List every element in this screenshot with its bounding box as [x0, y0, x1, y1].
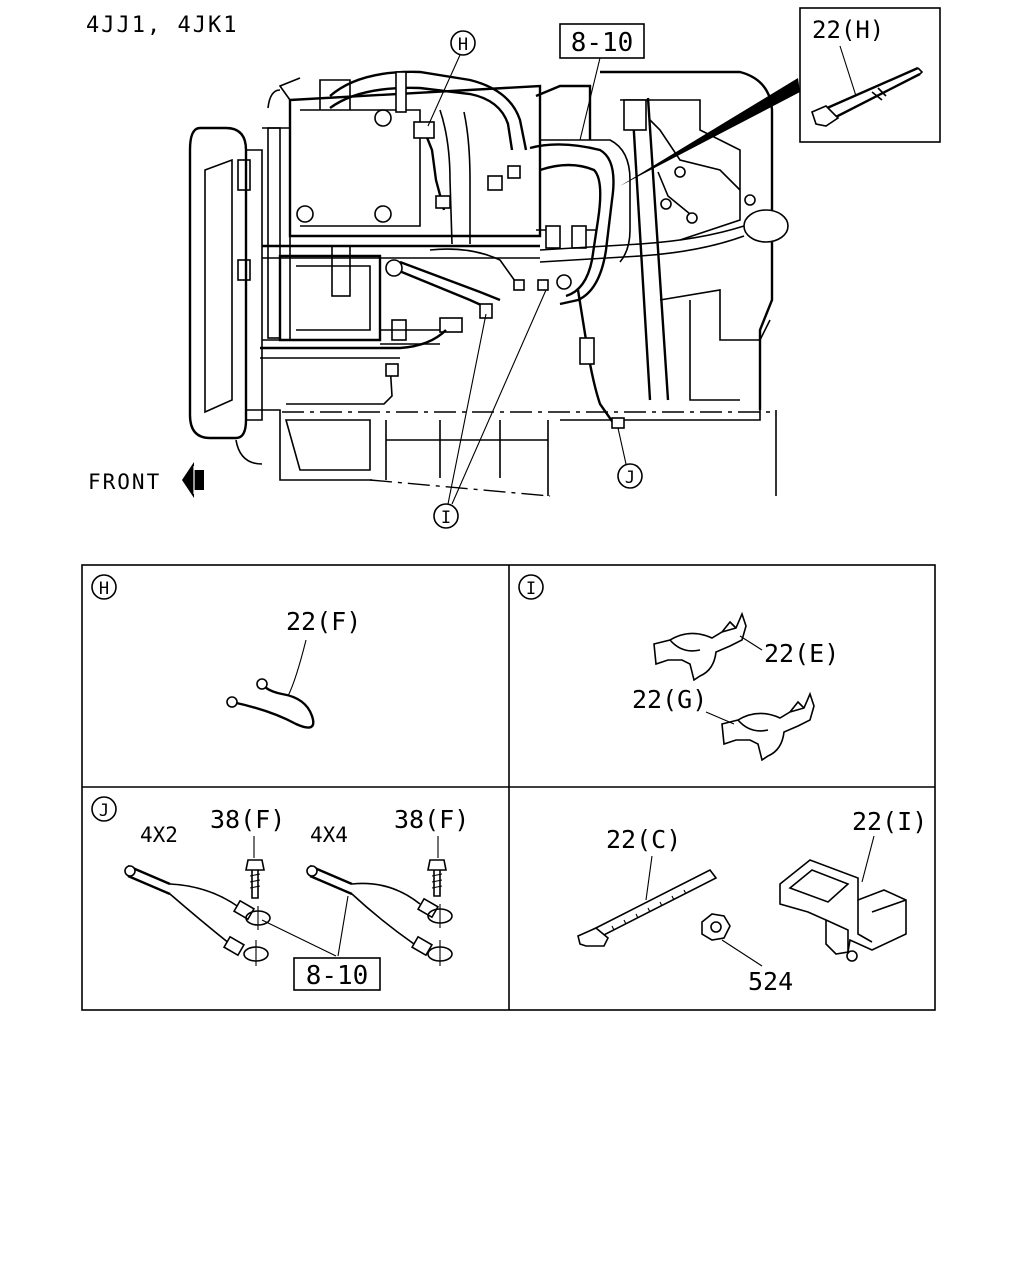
engine-assembly-drawing	[188, 70, 789, 497]
harness-label: 8-10	[571, 28, 634, 58]
cable-tie-22c-drawing	[586, 868, 718, 942]
panel-j-badge: J	[99, 801, 109, 821]
clip-22e-drawing	[653, 611, 747, 682]
inset-22h-label: 22(H)	[812, 16, 884, 44]
detail-panel-h: H 22(F)	[91, 574, 361, 729]
clip-22f-drawing	[231, 679, 315, 729]
inset-pointer-wedge	[620, 78, 800, 186]
panel-misc-tie-label: 22(C)	[606, 825, 681, 854]
panel-i-part-label-bottom: 22(G)	[632, 685, 707, 714]
panel-j-variant-4x4: 4X4	[310, 823, 348, 847]
panel-j-harness-box	[293, 957, 381, 991]
panel-j-variant-4x2: 4X2	[140, 823, 178, 847]
callout-h: H	[427, 30, 476, 127]
clip-22g-drawing	[721, 691, 815, 762]
panel-misc-clip-label: 22(I)	[852, 807, 927, 836]
panel-misc-nut-label: 524	[748, 967, 793, 996]
svg-text:I: I	[441, 508, 451, 528]
clip-22i-drawing	[779, 859, 907, 955]
panel-j-bolt-left-label: 38(F)	[210, 805, 285, 834]
inset-22h-panel: 22(H)	[799, 7, 941, 143]
panel-j-bolt-right-label: 38(F)	[394, 805, 469, 834]
panel-h-part-label: 22(F)	[286, 607, 361, 636]
nut-524-drawing	[701, 913, 731, 941]
panel-i-part-label-top: 22(E)	[764, 639, 839, 668]
callout-j: J	[617, 427, 643, 489]
svg-text:H: H	[458, 35, 468, 55]
detail-panel-i: I 22(E) 22(G)	[518, 574, 839, 762]
panel-h-badge: H	[99, 579, 109, 599]
panel-i-badge: I	[526, 579, 536, 599]
svg-text:J: J	[625, 468, 635, 488]
panel-j-harness-label: 8-10	[306, 961, 369, 991]
callout-i: I	[433, 289, 547, 529]
engine-model-title: 4JJ1, 4JK1	[86, 13, 238, 38]
front-arrow-icon	[182, 462, 204, 498]
detail-panel-misc: 22(C) 22(I) 524	[577, 807, 927, 996]
harness-label-box	[559, 23, 645, 59]
detail-panels-grid	[81, 564, 936, 1011]
detail-panel-j: J 4X2 4X4 38(F) 38(F)	[91, 796, 469, 991]
front-direction-label: FRONT	[88, 470, 161, 494]
